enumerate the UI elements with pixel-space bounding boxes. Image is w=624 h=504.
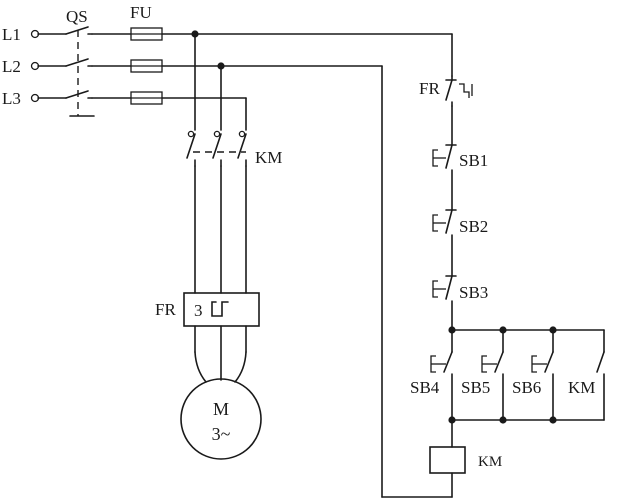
- sb3-button: [432, 275, 457, 300]
- sb5-button: [481, 329, 504, 421]
- label-fr-block: FR: [155, 300, 176, 319]
- label-sb3: SB3: [459, 283, 488, 302]
- label-sb6: SB6: [512, 378, 541, 397]
- label-fu: FU: [130, 3, 152, 22]
- sb1-button: [432, 144, 457, 169]
- label-sb4: SB4: [410, 378, 440, 397]
- label-fr-count: 3: [194, 301, 203, 320]
- label-sb1: SB1: [459, 151, 488, 170]
- sb2-button: [432, 209, 457, 234]
- label-fr-contact: FR: [419, 79, 440, 98]
- fu-fuses: [130, 27, 163, 105]
- qs-switch: [65, 26, 95, 117]
- fr-thermal-block: FR 3: [155, 292, 260, 327]
- km-coil: [429, 446, 466, 474]
- label-l2: L2: [2, 57, 21, 76]
- label-l1: L1: [2, 25, 21, 44]
- label-km-coil: KM: [478, 454, 502, 470]
- label-km-main: KM: [255, 148, 282, 167]
- motor: M 3~: [180, 378, 262, 460]
- km-main-contacts: [186, 130, 247, 167]
- label-sb2: SB2: [459, 217, 488, 236]
- motor-label-phase: 3~: [212, 424, 231, 444]
- label-sb5: SB5: [461, 378, 490, 397]
- label-km-aux: KM: [568, 378, 595, 397]
- fr-nc-contact: [445, 75, 473, 107]
- km-aux-contact: [596, 329, 605, 421]
- sb6-button: [531, 329, 554, 421]
- sb4-button: [430, 329, 453, 421]
- label-l3: L3: [2, 89, 21, 108]
- motor-label-m: M: [213, 399, 229, 419]
- label-qs: QS: [66, 7, 88, 26]
